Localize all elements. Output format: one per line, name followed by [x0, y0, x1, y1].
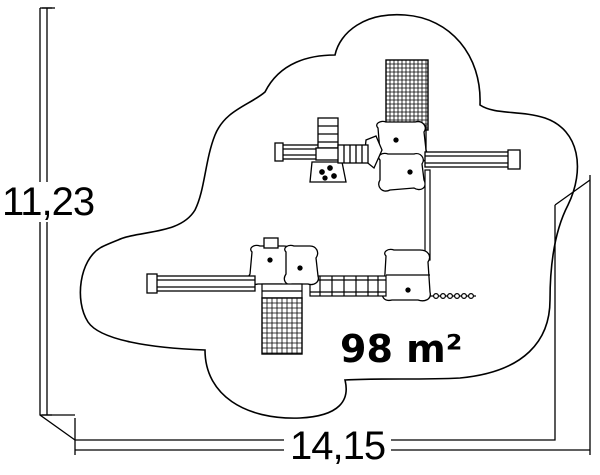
connecting-beam	[424, 169, 431, 261]
chain-bridge	[430, 293, 476, 300]
safety-zone-outline	[79, 13, 579, 419]
extent-frame	[39, 7, 591, 455]
area-label: 98 m²	[340, 327, 463, 371]
rope-bridge	[337, 144, 369, 164]
width-dimension-label: 14,15	[284, 426, 392, 466]
platform-tower-right	[363, 120, 428, 192]
platform-tower-left	[247, 237, 320, 286]
ladder	[261, 283, 303, 299]
slide-right	[424, 149, 521, 170]
slide-left	[146, 273, 256, 294]
climbing-net-bottom	[261, 297, 303, 355]
platform-tower-lower-right	[381, 248, 431, 302]
climbing-wall	[309, 117, 347, 183]
rope-bridge-lower	[309, 275, 387, 297]
climbing-net-tower	[385, 59, 429, 131]
height-dimension-label: 11,23	[0, 180, 97, 224]
